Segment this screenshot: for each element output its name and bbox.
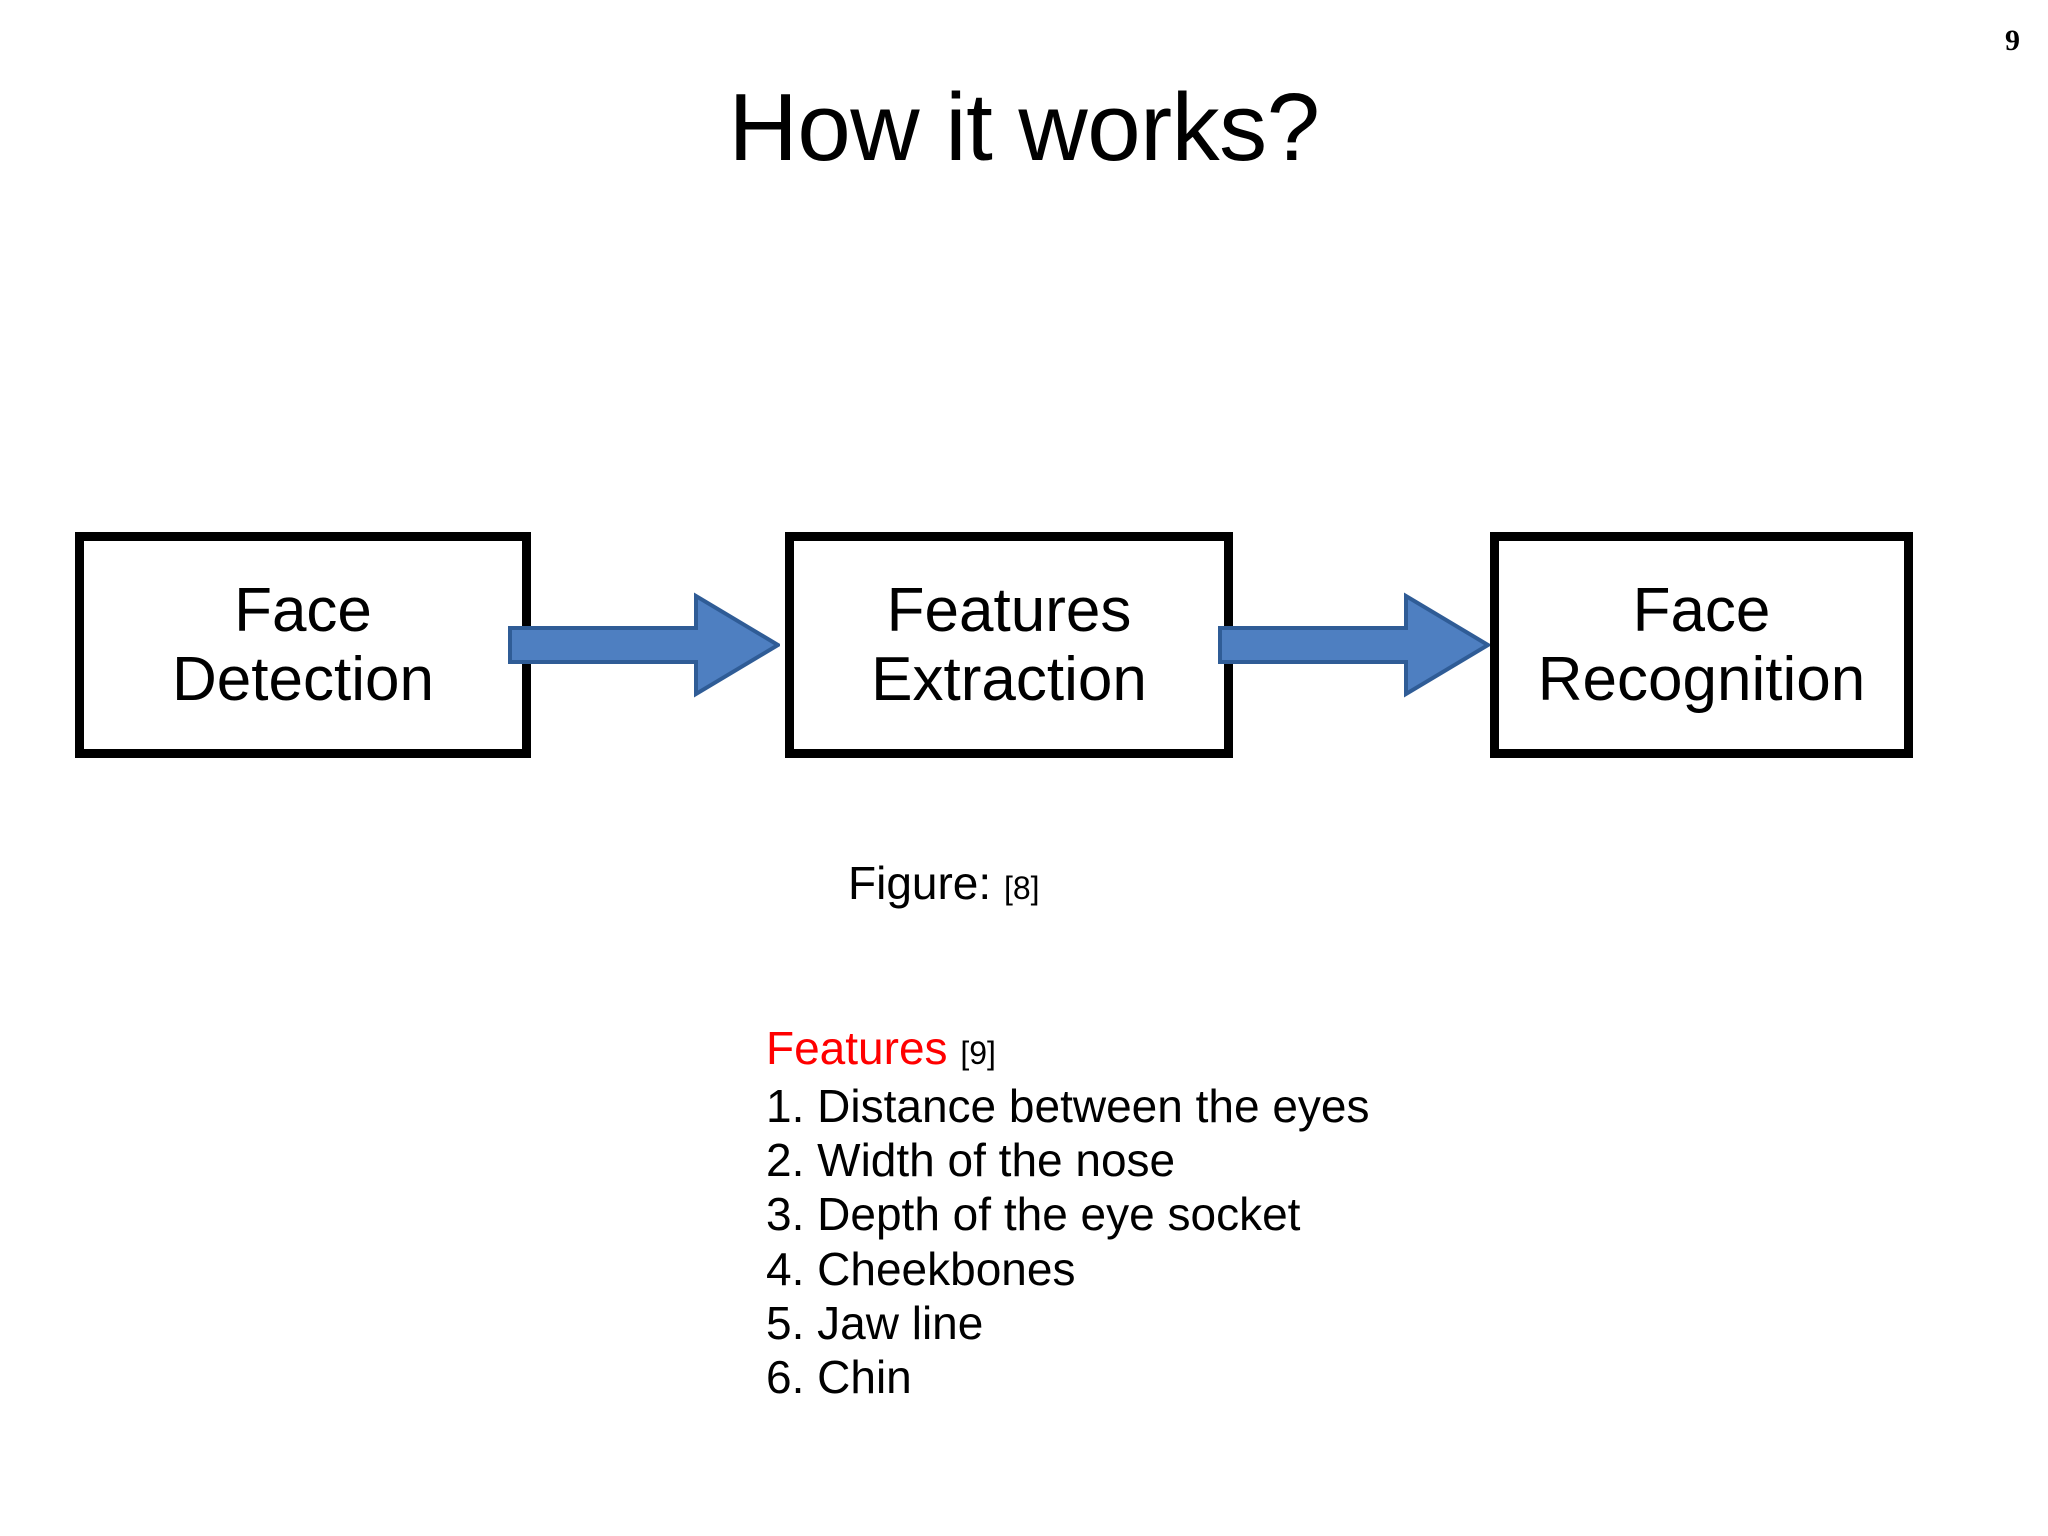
features-heading: Features [9]: [766, 1022, 1666, 1075]
list-item-number: 1.: [766, 1079, 805, 1132]
list-item-text: Chin: [817, 1351, 912, 1404]
features-heading-reference: [9]: [960, 1035, 996, 1071]
list-item: 3. Depth of the eye socket: [766, 1187, 1666, 1241]
features-heading-label: Features: [766, 1022, 948, 1074]
flow-box-face-detection: Face Detection: [75, 532, 531, 758]
list-item: 4. Cheekbones: [766, 1242, 1666, 1296]
arrow-right-icon: [508, 592, 780, 698]
flow-box-label-line-2: Detection: [172, 645, 434, 714]
flow-box-label-line-1: Face: [1632, 575, 1771, 645]
features-block: Features [9] 1. Distance between the eye…: [766, 1022, 1666, 1404]
figure-caption: Figure: [8]: [848, 858, 1040, 909]
figure-caption-reference: [8]: [1003, 870, 1040, 906]
features-list: 1. Distance between the eyes 2. Width of…: [766, 1079, 1666, 1405]
flow-box-features-extraction: Features Extraction: [785, 532, 1233, 758]
flow-box-label-line-1: Features: [886, 575, 1132, 645]
figure-caption-label: Figure:: [848, 857, 992, 909]
list-item: 6. Chin: [766, 1350, 1666, 1404]
list-item-text: Jaw line: [817, 1296, 984, 1349]
flow-box-face-recognition: Face Recognition: [1490, 532, 1913, 758]
flow-box-label-line-1: Face: [234, 575, 372, 645]
list-item-text: Width of the nose: [817, 1134, 1176, 1187]
arrow-right-icon: [1218, 592, 1490, 698]
list-item-number: 4.: [766, 1242, 805, 1295]
list-item-number: 5.: [766, 1296, 805, 1349]
list-item-text: Distance between the eyes: [817, 1079, 1370, 1132]
flow-box-label-line-2: Extraction: [871, 645, 1147, 714]
list-item-text: Cheekbones: [817, 1242, 1076, 1295]
flow-diagram: Face Detection Features Extraction Face …: [0, 532, 2048, 766]
list-item-text: Depth of the eye socket: [817, 1188, 1301, 1241]
list-item-number: 3.: [766, 1188, 805, 1241]
list-item-number: 6.: [766, 1351, 805, 1404]
list-item-number: 2.: [766, 1134, 805, 1187]
page-title: How it works?: [728, 74, 1320, 181]
flow-box-label-line-2: Recognition: [1537, 645, 1866, 714]
list-item: 2. Width of the nose: [766, 1133, 1666, 1187]
list-item: 1. Distance between the eyes: [766, 1079, 1666, 1133]
list-item: 5. Jaw line: [766, 1296, 1666, 1350]
page-number: 9: [2005, 24, 2020, 57]
